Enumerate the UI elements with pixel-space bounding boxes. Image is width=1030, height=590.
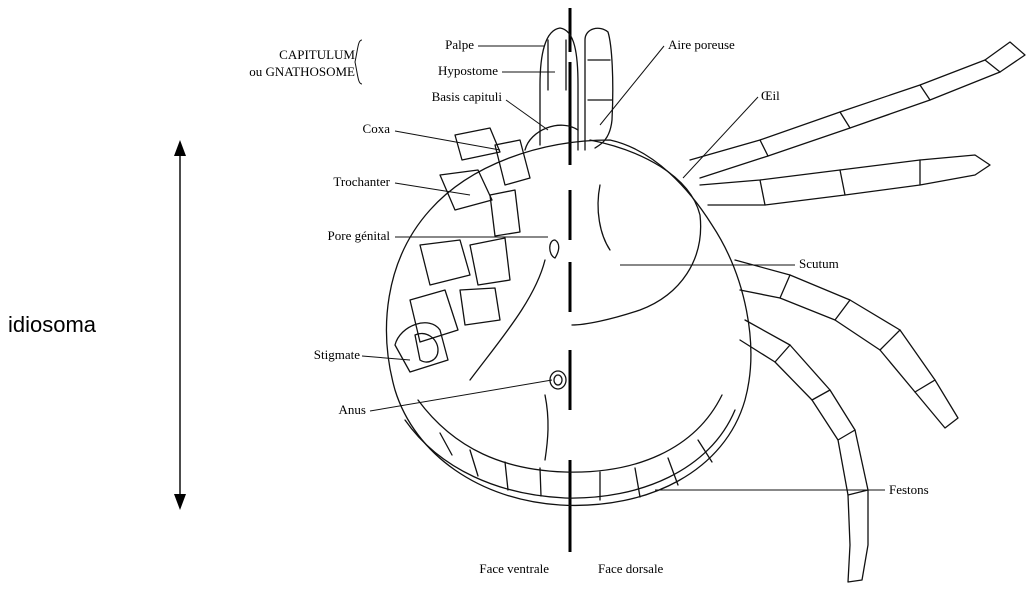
idiosoma-label: idiosoma — [8, 312, 158, 338]
label-face-dorsale: Face dorsale — [598, 561, 664, 576]
label-palpe: Palpe — [445, 37, 474, 52]
label-festons: Festons — [889, 482, 929, 497]
label-oeil: Œil — [761, 88, 780, 103]
label-scutum: Scutum — [799, 256, 839, 271]
labels: CAPITULUM ou GNATHOSOME Palpe Hypostome … — [249, 37, 929, 576]
label-anus: Anus — [339, 402, 366, 417]
label-gnathosome: ou GNATHOSOME — [249, 64, 355, 79]
idiosoma-arrow — [174, 140, 186, 510]
label-capitulum: CAPITULUM — [279, 47, 355, 62]
label-face-ventrale: Face ventrale — [479, 561, 549, 576]
label-stigmate: Stigmate — [314, 347, 360, 362]
ventral-legs — [395, 128, 530, 372]
label-trochanter: Trochanter — [333, 174, 390, 189]
label-pore: Pore génital — [328, 228, 391, 243]
label-aire: Aire poreuse — [668, 37, 735, 52]
dorsal-legs — [690, 42, 1025, 582]
label-coxa: Coxa — [363, 121, 391, 136]
label-hypostome: Hypostome — [438, 63, 498, 78]
label-basis: Basis capituli — [432, 89, 503, 104]
